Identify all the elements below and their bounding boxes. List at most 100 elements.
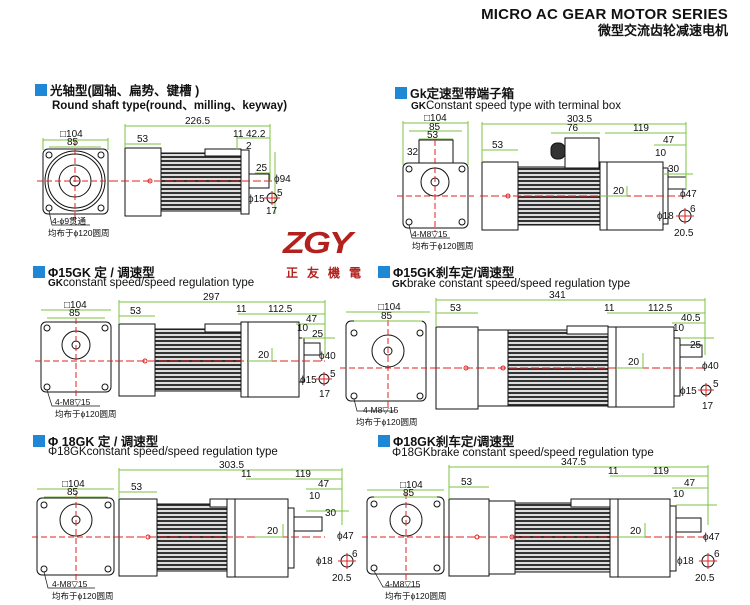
- drawing-18gk-brake: □104 85 4-M8▽15 均布于ϕ120圆周 347.5 53: [362, 457, 720, 601]
- section-title-18gk-brake: Φ18GK刹车定/调速型: [378, 431, 514, 450]
- dim-gear: 119: [653, 466, 669, 477]
- dim-width: 17: [266, 206, 278, 217]
- dim-square: □104: [424, 113, 447, 124]
- dim-out: 47: [663, 135, 675, 146]
- dim-gear: 119: [295, 469, 311, 480]
- dim-width: 20.5: [674, 228, 694, 239]
- section-marker-icon: [378, 265, 390, 278]
- mount-note: 4-M8▽15: [412, 229, 448, 239]
- dim-width: 20.5: [695, 573, 715, 584]
- dim-shaft-dia: ϕ18: [657, 211, 674, 222]
- dim-total: 303.5: [219, 460, 244, 471]
- dim-width: 20.5: [332, 573, 352, 584]
- zgy-logo: ZGY: [283, 225, 353, 260]
- dim-front: 53: [130, 306, 142, 317]
- dim-flange: 11: [604, 303, 615, 314]
- dim-shaft-dia: ϕ15: [248, 194, 265, 205]
- dim-width: 17: [702, 401, 714, 412]
- dim-key: 5: [713, 379, 719, 390]
- dim-gear: 112.5: [268, 304, 293, 315]
- dim-key: 6: [714, 549, 720, 560]
- dim-out: 47: [306, 314, 318, 325]
- dim-total: 303.5: [567, 114, 592, 125]
- dim-box-h: 32: [407, 147, 419, 158]
- section-subtitle-terminal-box: GKConstant speed type with terminal box: [411, 100, 621, 112]
- dim-square: □104: [60, 129, 83, 140]
- dim-step: 10: [309, 491, 321, 502]
- side-view: 303.5 53 76 119 47 10 30 20 ϕ47 ϕ18 6 20…: [480, 114, 697, 239]
- dim-offset: 20: [630, 526, 642, 537]
- dim-square: □104: [378, 302, 401, 313]
- section-subtitle-15gk-brake: GKbrake constant speed/speed regulation …: [392, 278, 630, 290]
- dim-dia: ϕ47: [703, 532, 720, 543]
- section-marker-icon: [378, 434, 390, 447]
- dim-dia: ϕ40: [702, 361, 719, 372]
- dim-pcd: 85: [429, 122, 441, 133]
- front-view: □104 85 4-M8▽15 均布于ϕ120圆周: [32, 479, 120, 601]
- dim-step: 10: [655, 148, 667, 159]
- mount-note-2: 均布于ϕ120圆周: [385, 591, 446, 601]
- dim-shaft-dia: ϕ18: [677, 556, 694, 567]
- section-title-15gk-brake: Φ15GK刹车定/调速型: [378, 262, 514, 281]
- mount-note: 4-ϕ9贯通: [52, 216, 87, 226]
- mount-note-2: 均布于ϕ120圆周: [356, 417, 417, 427]
- mount-note-2: 均布于ϕ120圆周: [55, 409, 116, 419]
- mount-note: 4-M8▽15: [385, 579, 421, 589]
- dim-box-len: 76: [567, 123, 579, 134]
- section-title-text: Gk定速型带端子箱: [410, 87, 515, 101]
- dim-shaft: 25: [690, 340, 702, 351]
- dim-front: 53: [137, 134, 149, 145]
- dim-flange: 11: [233, 129, 244, 140]
- section-title-terminal-box: Gk定速型带端子箱: [395, 83, 514, 102]
- section-title-text: Φ15GK刹车定/调速型: [393, 266, 515, 280]
- dim-box-w: 53: [427, 130, 439, 141]
- dim-flange: 11: [241, 469, 252, 480]
- subtitle-text: brake constant speed/speed regulation ty…: [430, 447, 654, 459]
- dim-out: 47: [318, 479, 330, 490]
- mount-note-2: 均布于ϕ120圆周: [412, 241, 473, 251]
- subtitle-prefix: GK: [48, 278, 63, 289]
- section-title-18gk: Φ 18GK 定 / 调速型: [33, 431, 158, 450]
- dim-shaft: 30: [325, 508, 337, 519]
- dim-flange: 11: [608, 466, 619, 477]
- section-title-15gk: Φ15GK 定 / 调速型: [33, 262, 155, 281]
- dim-offset: 20: [267, 526, 279, 537]
- dim-total: 341: [549, 290, 566, 301]
- section-title-text: Φ15GK 定 / 调速型: [48, 266, 155, 280]
- subtitle-text: brake constant speed/speed regulation ty…: [407, 278, 631, 290]
- front-view: □104 85 4-M8▽15 均布于ϕ120圆周: [362, 480, 450, 601]
- section-subtitle-18gk-brake: Φ18GKbrake constant speed/speed regulati…: [392, 447, 654, 459]
- dim-shaft: 30: [668, 164, 680, 175]
- side-view: 303.5 53 11 119 47 10 30 20 ϕ47 ϕ18 6 20…: [115, 460, 358, 584]
- dim-offset: 20: [628, 357, 640, 368]
- dim-offset: 20: [613, 186, 625, 197]
- side-view: 347.5 53 11 119 47 10 20 ϕ47 ϕ18 6 20.5: [445, 457, 720, 584]
- dim-gear: 112.5: [648, 303, 673, 314]
- series-title-cn: 微型交流齿轮减速电机: [597, 23, 728, 38]
- dim-shaft-dia: ϕ18: [316, 556, 333, 567]
- dim-square: □104: [62, 479, 85, 490]
- dim-total: 297: [203, 292, 220, 303]
- dim-total: 347.5: [561, 457, 586, 468]
- dim-step: 10: [297, 323, 309, 334]
- dim-shaft: 25: [312, 329, 324, 340]
- front-view: □104 85 53 32 4-M8▽15 均布于ϕ120圆周: [397, 113, 474, 251]
- dim-pcd: 85: [67, 137, 79, 148]
- section-marker-icon: [395, 86, 407, 99]
- dim-width: 17: [319, 389, 331, 400]
- front-view: □104 85 4-M8▽15 均布于ϕ120圆周: [340, 302, 432, 427]
- dim-key: 6: [690, 204, 696, 215]
- dim-offset: 20: [258, 350, 270, 361]
- section-marker-icon: [35, 83, 47, 96]
- dim-pcd: 85: [69, 308, 81, 319]
- dim-step: 10: [673, 489, 685, 500]
- dim-step: 2: [246, 141, 252, 152]
- section-title-round-shaft: 光轴型(圆轴、扁势、键槽 ): [35, 80, 199, 99]
- dim-pcd: 85: [403, 488, 415, 499]
- section-marker-icon: [33, 434, 45, 447]
- dim-flat: 5: [277, 188, 283, 199]
- dim-front: 53: [450, 303, 462, 314]
- section-subtitle-round-shaft: Round shaft type(round、milling、keyway): [52, 100, 288, 112]
- front-view: □104 85 4-M8▽15 均布于ϕ120圆周: [35, 300, 117, 419]
